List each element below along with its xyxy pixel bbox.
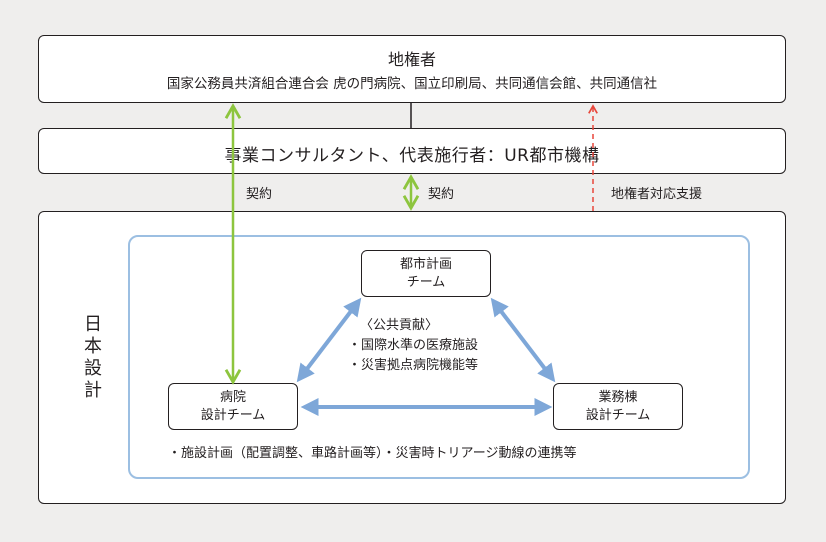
landowners-title: 地権者 [387,50,436,69]
office-design-team-line2: 設計チーム [585,407,651,423]
contract-label-center: 契約 [428,187,455,202]
urban-planning-team-line2: チーム [406,274,446,290]
urban-planning-team-line1: 都市計画 [399,256,452,272]
urban-planning-team: 都市計画 チーム [361,250,491,297]
public-contribution: 〈公共貢献〉 ・国際水準の医療施設 ・災害拠点病院機能等 [348,316,478,376]
public-contribution-item: ・国際水準の医療施設 [348,338,479,353]
office-design-team-line1: 業務棟 [598,389,638,405]
urban-hospital-arrow [296,297,362,383]
consultant-box: 事業コンサルタント、代表施行者：UR都市機構 [38,128,786,174]
landowners-list: 国家公務員共済組合連合会 虎の門病院、国立印刷局、共同通信会館、共同通信社 [166,76,658,92]
hospital-design-team-line1: 病院 [219,389,246,405]
consultant-label: 事業コンサルタント、代表施行者：UR都市機構 [224,146,600,166]
contract-label-left: 契約 [246,187,273,202]
landowners-box: 地権者 国家公務員共済組合連合会 虎の門病院、国立印刷局、共同通信会館、共同通信… [38,35,786,103]
hospital-design-team-line2: 設計チーム [200,407,266,423]
coordination-note: ・施設計画（配置調整、車路計画等）・災害時トリアージ動線の連携等 [168,446,577,461]
owner-support-label: 地権者対応支援 [611,187,703,202]
hospital-design-team: 病院 設計チーム [168,383,298,430]
urban-office-arrow [490,297,556,383]
office-design-team: 業務棟 設計チーム [553,383,683,430]
public-contribution-heading: 〈公共貢献〉 [360,318,439,333]
nikken-sekkei-label: 日本設計 [84,314,102,401]
public-contribution-item: ・災害拠点病院機能等 [348,358,479,373]
